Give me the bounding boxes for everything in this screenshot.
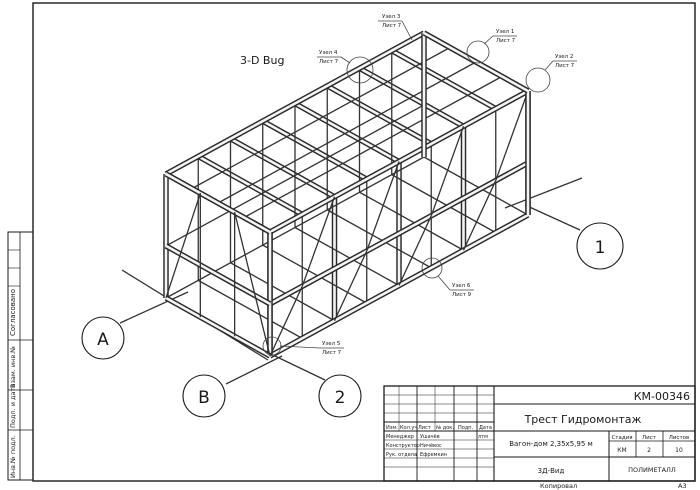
tb-role-2: Конструктор [386,443,420,449]
doc-code: КМ-00346 [634,390,690,403]
tb-head-list: Лист [418,425,431,431]
end-brace [234,212,271,357]
stamp-inv-label: Инв.№ подл. [9,435,17,478]
steel-frame-3d [163,30,531,359]
svg-text:Лист 7: Лист 7 [555,63,575,69]
svg-text:Узел 1: Узел 1 [496,29,514,35]
side-stamp: Согласовано Инв.№ подл. Подп. и дата Вза… [7,231,34,481]
axis-marker-b: B [182,374,226,418]
floor-joist [359,191,464,251]
detail-circle-n4a [346,56,374,84]
detail-circle-n1 [466,40,490,64]
svg-text:B: B [198,388,210,408]
tb-head-izm: Изм. [386,425,398,431]
mid-rail-near [269,161,529,306]
sheets-header: Листов [669,435,690,441]
near-brace [301,196,336,287]
end-mid [165,244,271,306]
format-label: A3 [678,482,687,490]
svg-text:Лист 7: Лист 7 [382,23,402,29]
floor-joist [423,156,529,216]
callout-n5: Узел 5 Лист 7 [279,341,344,356]
near-brace [269,286,303,357]
roof-purlin [243,75,503,219]
roof-purlin [191,46,451,190]
near-brace [462,180,497,251]
svg-text:Лист 9: Лист 9 [452,292,472,298]
floor-joist [197,279,303,339]
tb-head-date: Дата [479,425,492,431]
svg-text:Узел 3: Узел 3 [382,14,401,20]
svg-text:Лист 7: Лист 7 [496,38,516,44]
stamp-replace-label: Взам. инв.№ [9,346,17,388]
near-brace [366,161,400,252]
floor-joist [262,244,368,304]
detail-circle-n2 [525,67,551,93]
view-title: 3-D Bug [240,54,284,67]
callout-n6: Узел 6 Лист 9 [437,275,474,298]
end-bottom [165,296,271,358]
tb-sign-mark: лтм [478,434,488,440]
copied-label: Копировал [540,482,577,490]
near-brace [495,90,529,181]
bottom-rail-far [165,156,425,299]
detail-circle-n6 [421,257,443,279]
svg-text:Узел 6: Узел 6 [452,283,471,289]
roof-purlin [217,61,477,204]
svg-text:Узел 4: Узел 4 [319,50,338,56]
tb-role-3: Рук. отдела [386,452,417,458]
callout-n1: Узел 1 Лист 7 [483,29,517,45]
tb-head-doc: № док. [436,425,454,431]
sheet-value: 2 [647,447,651,454]
end-brace [165,192,201,299]
stamp-sign-label: Подп. и дата [9,384,17,428]
axis-marker-1: 1 [576,222,624,270]
sheet-header: Лист [642,435,657,441]
stamp-agreed-label: Согласовано [9,289,17,336]
near-brace [398,215,432,286]
node-callouts: Узел 3 Лист 7 Узел 1 Лист 7 Узел 4 Лист … [262,14,577,356]
mid-rail-far [165,104,425,247]
floor-joist [294,226,400,287]
organization: Трест Гидромонтаж [524,413,642,426]
callout-n3: Узел 3 Лист 7 [378,14,413,41]
near-brace [430,126,465,217]
tb-role-1: Менеджер [386,434,414,440]
floor-joist [326,209,432,269]
top-rail-far [165,31,425,176]
sheet-name: 3Д-Вид [538,467,565,475]
axis-lines [119,177,583,385]
svg-text:Лист 7: Лист 7 [322,350,342,356]
stage-value: КМ [617,447,626,454]
tb-name-1: Ушачёв [420,434,440,440]
axis-marker-2: 2 [318,374,362,418]
svg-text:2: 2 [335,388,346,408]
svg-text:Узел 5: Узел 5 [322,341,341,347]
stage-header: Стадия [611,435,632,441]
object-name: Вагон-дом 2,35х5,95 м [509,440,593,448]
tb-name-2: Ничёвос [420,443,442,449]
svg-text:Узел 2: Узел 2 [555,54,573,60]
company-name: ПОЛИМЕТАЛЛ [628,466,676,474]
tb-head-kol: Кол.уч [400,425,417,431]
floor-joist [230,262,335,322]
far-end-top [423,31,529,93]
svg-text:1: 1 [595,238,606,258]
axis-marker-a: A [81,316,125,360]
callout-n2: Узел 2 Лист 7 [544,54,577,71]
tb-name-3: Ефремкин [420,452,447,458]
tb-head-sign: Подп. [458,425,474,431]
title-block: Изм. Кол.уч Лист № док. Подп. Дата Менед… [383,385,696,482]
svg-text:Лист 7: Лист 7 [319,59,339,65]
svg-text:A: A [97,330,109,350]
end-top [165,172,271,234]
sheets-value: 10 [675,447,683,454]
floor-joist [391,174,497,234]
near-brace [333,250,368,322]
callout-n4a: Узел 4 Лист 7 [317,50,351,65]
